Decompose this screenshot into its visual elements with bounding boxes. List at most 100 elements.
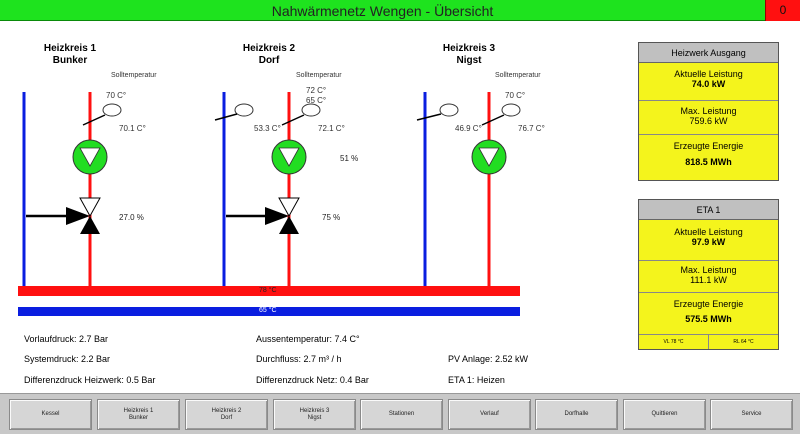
circuit-2: [214, 92, 321, 290]
cell-label: Max. Leistung: [680, 106, 737, 116]
circuit-2-title: Heizkreis 2 Dorf: [224, 43, 314, 67]
circuit-subtitle: Bunker: [52, 55, 88, 66]
valve-position-value: 27.0 %: [119, 213, 144, 222]
nav-button-heizkreis-3[interactable]: Heizkreis 3 Nigst: [273, 399, 356, 430]
erzeugte-energie-cell: Erzeugte Energie 818.5 MWh: [639, 135, 778, 180]
circuit-name: Heizkreis 3: [442, 43, 496, 54]
nav-button-quittieren[interactable]: Quittieren: [623, 399, 706, 430]
nav-button-stationen[interactable]: Stationen: [360, 399, 443, 430]
valve-left-icon: [265, 207, 289, 225]
eta-status-readout: ETA 1: Heizen: [448, 375, 505, 385]
aussentemperatur-readout: Aussentemperatur: 7.4 C°: [256, 334, 360, 344]
nav-label: Heizkreis 3: [299, 407, 330, 414]
durchfluss-readout: Durchfluss: 2.7 m³ / h: [256, 354, 342, 364]
pv-anlage-readout: PV Anlage: 2.52 kW: [448, 354, 529, 364]
supply-temp-value: 70.1 C°: [119, 124, 146, 133]
sensor-lead: [281, 114, 305, 126]
valve-bottom-icon: [80, 216, 100, 234]
circuit-3: [416, 92, 521, 290]
hydraulic-diagram: [18, 92, 521, 316]
rl-temp: RL 64 °C: [733, 339, 754, 345]
nav-button-service[interactable]: Service: [710, 399, 793, 430]
valve-position-value: 75 %: [322, 213, 341, 222]
nav-button-heizkreis-2[interactable]: Heizkreis 2 Dorf: [185, 399, 268, 430]
alarm-counter[interactable]: 0: [765, 0, 800, 21]
temperature-sensor-icon: [439, 103, 459, 117]
aktuelle-leistung-cell: Aktuelle Leistung 74.0 kW: [639, 63, 778, 101]
max-leistung-cell: Max. Leistung 759.6 kW: [639, 101, 778, 135]
setpoint-value[interactable]: 72 C°: [306, 86, 327, 95]
circuit-3-title: Heizkreis 3 Nigst: [424, 43, 514, 67]
cell-label: Aktuelle Leistung: [674, 69, 743, 79]
nav-label: Stationen: [388, 411, 415, 417]
max-leistung-cell: Max. Leistung 111.1 kW: [639, 261, 778, 293]
nav-label: Verlauf: [480, 411, 499, 417]
cell-value: 575.5 MWh: [685, 314, 732, 324]
valve-bottom-icon: [279, 216, 299, 234]
return-temp-value: 46.9 C°: [455, 124, 482, 133]
supply-temp-label: 78 °C: [259, 287, 277, 294]
cell-value: 759.6 kW: [689, 116, 728, 126]
cell-label: Erzeugte Energie: [673, 141, 744, 151]
cell-label: Aktuelle Leistung: [674, 227, 743, 237]
differenzdruck-heizwerk-readout: Differenzdruck Heizwerk: 0.5 Bar: [24, 375, 156, 385]
vorlaufdruck-readout: Vorlaufdruck: 2.7 Bar: [24, 334, 109, 344]
vl-rl-row: VL 78 °C RL 64 °C: [639, 335, 778, 349]
heizwerk-ausgang-panel: Heizwerk Ausgang Aktuelle Leistung 74.0 …: [638, 42, 779, 181]
eta-panel: ETA 1 Aktuelle Leistung 97.9 kW Max. Lei…: [638, 199, 779, 350]
solltemperatur-label: Solltemperatur: [296, 72, 342, 79]
sensor-lead: [214, 113, 238, 121]
setpoint-value[interactable]: 70 C°: [505, 91, 526, 100]
temperature-sensor-icon: [102, 103, 122, 117]
cell-label: Max. Leistung: [680, 265, 737, 275]
return-temp-label: 65 °C: [259, 307, 277, 314]
solltemperatur-label: Solltemperatur: [495, 72, 541, 79]
nav-button-verlauf[interactable]: Verlauf: [448, 399, 531, 430]
erzeugte-energie-cell: Erzeugte Energie 575.5 MWh: [639, 293, 778, 335]
navigation-bar: Kessel Heizkreis 1 Bunker Heizkreis 2 Do…: [0, 393, 800, 434]
solltemperatur-label: Solltemperatur: [111, 72, 157, 79]
nav-label: Heizkreis 2: [211, 407, 242, 414]
cell-value: 111.1 kW: [690, 275, 727, 285]
differenzdruck-netz-readout: Differenzdruck Netz: 0.4 Bar: [256, 375, 369, 385]
nav-label: Quittieren: [651, 411, 678, 417]
cell-value: 74.0 kW: [691, 79, 726, 89]
supply-temp-value: 76.7 C°: [518, 124, 545, 133]
valve-left-icon: [66, 207, 90, 225]
circuit-1: [22, 92, 122, 290]
panel-title: ETA 1: [639, 200, 778, 220]
setpoint-value[interactable]: 70 C°: [106, 91, 127, 100]
systemdruck-readout: Systemdruck: 2.2 Bar: [24, 354, 111, 364]
temperature-sensor-icon: [301, 103, 321, 117]
vl-temp: VL 78 °C: [639, 335, 709, 349]
nav-label: Kessel: [41, 411, 60, 417]
supply-header-pipe: [18, 286, 520, 296]
sensor-lead: [82, 114, 106, 126]
sensor-lead: [481, 114, 505, 126]
cell-value: 818.5 MWh: [685, 157, 732, 167]
valve-top-icon: [278, 197, 300, 218]
return-temp-value: 53.3 C°: [254, 124, 281, 133]
window-title: Nahwärmenetz Wengen - Übersicht: [271, 3, 494, 19]
panel-title: Heizwerk Ausgang: [639, 43, 778, 63]
temperature-sensor-icon: [501, 103, 521, 117]
circuit-subtitle: Nigst: [456, 55, 482, 66]
supply-temp-value: 72.1 C°: [318, 124, 345, 133]
nav-button-heizkreis-1[interactable]: Heizkreis 1 Bunker: [97, 399, 180, 430]
pump-arrow-icon: [79, 147, 101, 167]
cell-label: Erzeugte Energie: [673, 299, 744, 309]
pump-speed-value: 51 %: [340, 154, 359, 163]
nav-button-kessel[interactable]: Kessel: [9, 399, 92, 430]
nav-label: Heizkreis 1: [123, 407, 154, 414]
nav-button-dorfhalle[interactable]: Dorfhalle: [535, 399, 618, 430]
temperature-sensor-icon: [234, 103, 254, 117]
circuit-name: Heizkreis 2: [242, 43, 296, 54]
circuit-name: Heizkreis 1: [43, 43, 97, 54]
cell-value: 97.9 kW: [691, 237, 726, 247]
return-header-pipe: [18, 307, 520, 316]
nav-sublabel: Nigst: [307, 414, 322, 421]
pump-arrow-icon: [278, 147, 300, 167]
setpoint-value-2[interactable]: 65 C°: [306, 96, 327, 105]
valve-top-icon: [79, 197, 101, 218]
circuit-subtitle: Dorf: [258, 55, 280, 66]
